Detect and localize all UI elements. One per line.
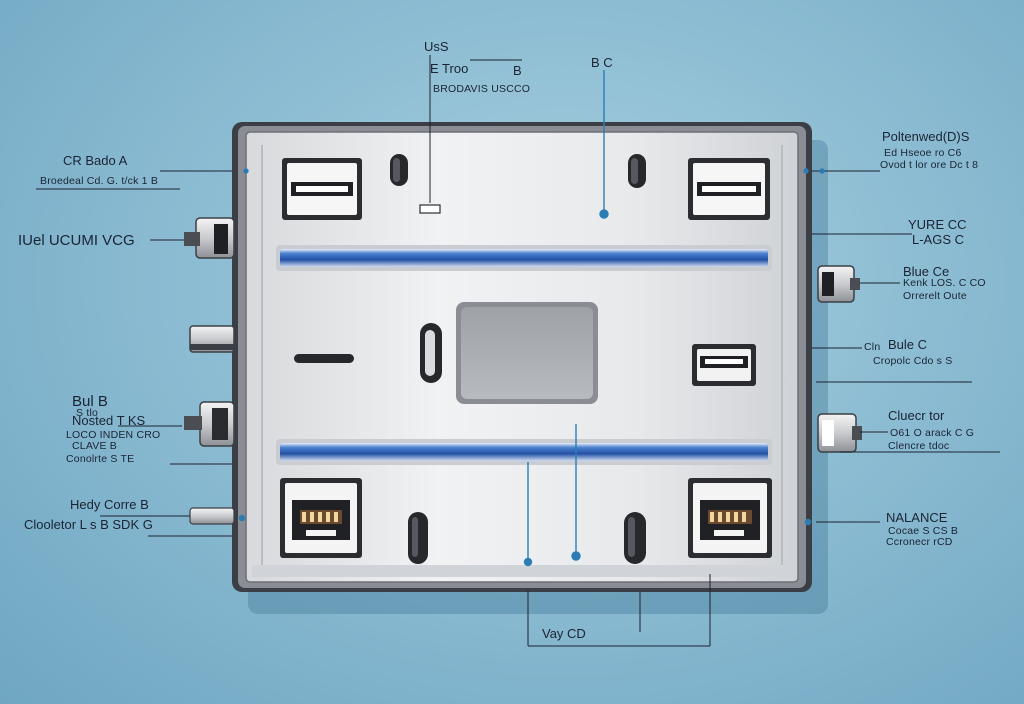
right-e-title: Cluecr tor <box>888 408 945 423</box>
ethernet-port-bottom-right <box>688 478 772 558</box>
side-connector-left-3 <box>184 401 235 447</box>
right-f-line2: Ccronecr rCD <box>886 536 953 548</box>
left-c-line3: LOCO INDEN CRO <box>66 429 161 441</box>
right-f-line1: Cocae S CS B <box>888 525 959 537</box>
vent-slot-highlight <box>412 517 418 557</box>
blue-rail-top <box>280 249 768 267</box>
right-d-line0: Cln <box>864 341 881 353</box>
ethernet-port-bottom-left <box>280 478 362 558</box>
bottom-label: Vay CD <box>542 626 586 641</box>
side-connector-left-1 <box>184 217 235 259</box>
small-indicator <box>419 204 441 214</box>
top-right-label: B C <box>591 55 613 70</box>
left-c-line1: S tlo <box>76 407 99 419</box>
right-f-title: NALANCE <box>886 510 948 525</box>
left-a-title: CR Bado A <box>63 153 128 168</box>
left-b-title: IUel UCUMI VCG <box>18 232 135 249</box>
vertical-slot-inner <box>425 330 435 376</box>
left-a-sub: Broedeal Cd. G. t/ck 1 B <box>40 175 159 187</box>
right-a-line2: Ovod t lor ore Dc t 8 <box>880 159 979 171</box>
left-d-title: Hedy Corre B <box>70 497 149 512</box>
indicator-slot <box>294 354 354 363</box>
right-d-title: Bule C <box>888 337 928 352</box>
side-connector-left-2 <box>189 325 235 353</box>
side-connector-left-4 <box>189 507 235 525</box>
display-screen <box>461 307 593 399</box>
panel-bottom-rail <box>252 565 792 577</box>
top-label-line1: E Troo <box>430 61 469 76</box>
usb-port-middle-right <box>692 344 756 386</box>
left-c-title: Bul B <box>72 393 108 410</box>
top-label-line2: BRODAVIS USCCO <box>433 83 531 95</box>
left-c-line4: CLAVE B <box>72 440 117 452</box>
right-c-line1: Kenk LOS. C CO <box>903 277 986 289</box>
right-b-line2: L-AGS C <box>912 232 965 247</box>
right-a-title: Poltenwed(D)S <box>882 129 970 144</box>
side-connector-right-1 <box>817 265 860 303</box>
side-connector-right-2 <box>817 413 862 453</box>
right-e-line2: Clencre tdoc <box>888 440 950 452</box>
right-d-line1: Cropolc Cdo s S <box>873 355 953 367</box>
left-c-line5: Conolrte S TE <box>66 453 135 465</box>
vent-slot-highlight <box>631 158 638 184</box>
right-c-line2: Orrerelt Oute <box>903 290 967 302</box>
right-e-line1: O61 O arack C G <box>890 427 975 439</box>
blue-rail-bottom <box>280 443 768 461</box>
vent-slot-highlight <box>628 517 635 557</box>
right-b-line1: YURE CC <box>908 217 967 232</box>
right-c-title: Blue Ce <box>903 264 950 279</box>
top-title-label: UsS <box>424 39 449 54</box>
left-d-line1: Clooletor L s B SDK G <box>24 517 153 532</box>
vent-slot-highlight <box>393 158 400 182</box>
usb-port-top-right <box>688 158 770 220</box>
blue-leader-lines <box>238 70 825 567</box>
usb-port-top-left <box>282 158 362 220</box>
right-a-line1: Ed Hseoe ro C6 <box>884 147 962 159</box>
top-label-line1b: B <box>513 63 522 78</box>
left-c-line2: Nosted T KS <box>72 413 146 428</box>
